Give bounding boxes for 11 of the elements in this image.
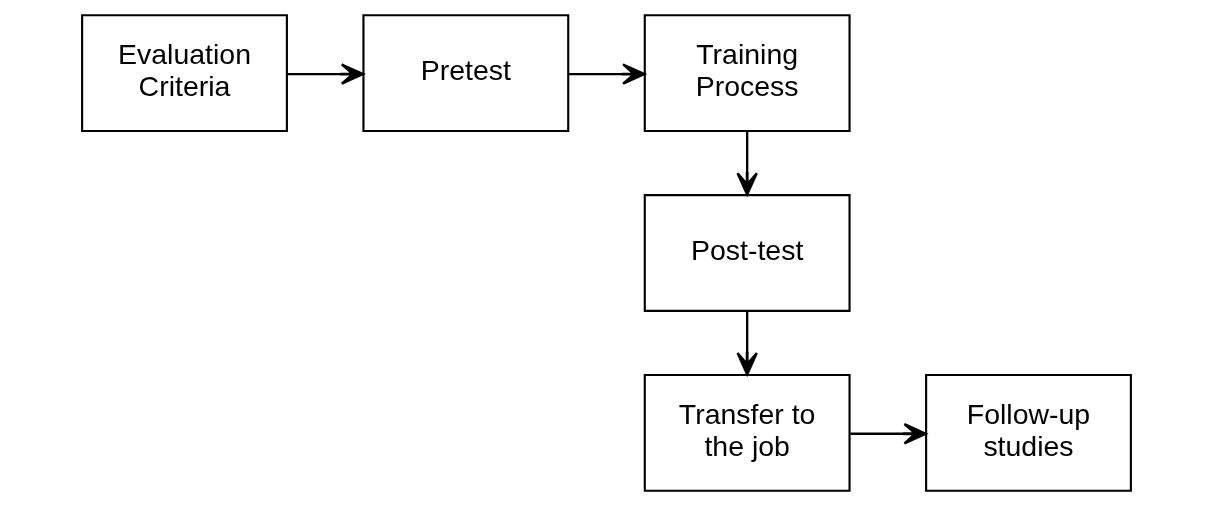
node-box: Evaluation Criteria bbox=[80, 14, 288, 133]
node-box: Follow-up studies bbox=[924, 373, 1132, 492]
node-box: Pretest bbox=[361, 14, 569, 133]
arrow bbox=[735, 310, 758, 376]
arrow bbox=[849, 422, 927, 445]
node-box: Training Process bbox=[643, 14, 851, 133]
arrow bbox=[287, 63, 364, 85]
node-box: Transfer to the job bbox=[643, 373, 851, 492]
node-box: Post-test bbox=[643, 194, 851, 312]
arrow bbox=[735, 131, 758, 196]
arrow bbox=[568, 63, 646, 85]
